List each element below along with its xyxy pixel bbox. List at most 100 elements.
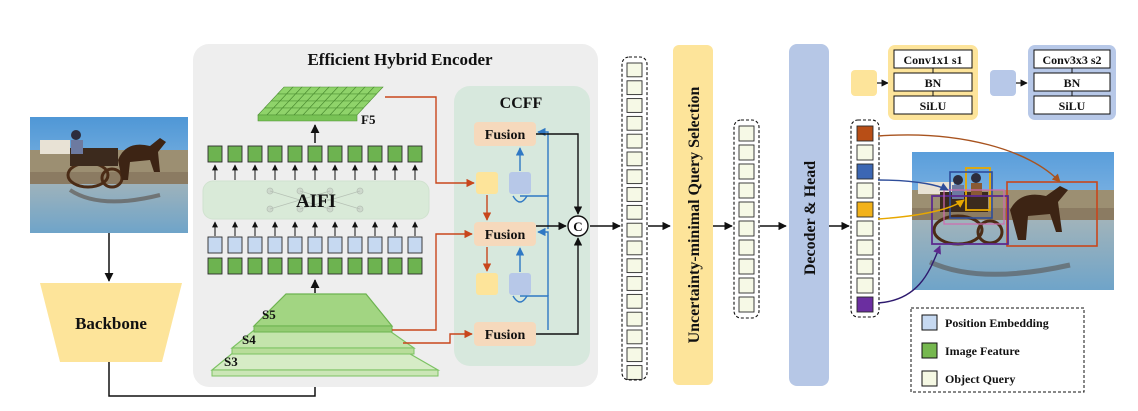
fusion-block-top: Fusion [474,122,536,146]
query-token [738,144,755,161]
query-token [626,258,643,274]
legend-item-object-query: Object Query [921,370,1015,387]
image-feature-token [247,257,263,275]
conv3x3-block-lower [509,273,531,295]
query-token [856,125,874,142]
query-token [626,62,643,78]
aifi-output-token [207,145,223,163]
svg-text:BN: BN [1064,76,1081,90]
aifi-output-token [287,145,303,163]
position-embedding-token [307,236,323,254]
svg-text:SiLU: SiLU [1059,99,1086,113]
query-token [626,169,643,185]
aifi-output-token [327,145,343,163]
decoder-output-column [850,119,880,318]
input-image [30,117,188,233]
image-feature-token [207,257,223,275]
f5-feature-map [257,86,384,122]
svg-text:Fusion: Fusion [485,128,526,143]
query-token [626,187,643,202]
image-feature-token [327,257,343,275]
query-token [626,347,643,363]
f5-edge [257,114,358,122]
image-feature-token [227,257,243,275]
position-embedding-token [247,236,263,254]
fusion-block-bottom: Fusion [474,322,536,346]
position-embedding-token [207,236,223,254]
query-selection-block: Uncertainty-minimal Query Selection [673,45,713,385]
aifi-output-token [247,145,263,163]
conv3x3-legend: Conv3x3 s2 BN SiLU [990,45,1116,120]
query-token [856,144,874,161]
image-feature-token [347,257,363,275]
multi-scale-feature-stack: S5 S4 S3 [210,293,441,377]
query-token [626,115,643,131]
image-feature-token [387,257,403,275]
query-token [626,276,643,291]
concat-symbol: C [573,219,582,234]
query-selection-label: Uncertainty-minimal Query Selection [686,86,703,343]
conv1x1-legend: Conv1x1 s1 BN SiLU [851,45,978,120]
query-box-connectors [877,134,1061,304]
conv1x1-block-upper [476,172,498,194]
position-embedding-token [227,236,243,254]
query-token [626,293,643,309]
query-token [738,163,755,180]
query-token [738,277,755,294]
aifi-block: AIFI [202,180,430,220]
svg-text:SiLU: SiLU [920,99,947,113]
aifi-output-token [347,145,363,163]
backbone-block: Backbone [40,283,182,362]
position-embedding-token [407,236,423,254]
svg-text:Position Embedding: Position Embedding [945,316,1049,330]
query-token [626,151,643,167]
ccff-title: CCFF [500,95,543,112]
image-feature-tokens-input [207,257,423,275]
f5-label: F5 [361,112,376,127]
query-token [626,204,643,220]
query-token [738,296,755,313]
position-embedding-token [387,236,403,254]
query-token [738,239,755,256]
query-token [738,182,755,199]
query-token [626,240,643,256]
query-token [856,239,874,256]
ccff-output-paths [536,133,621,335]
encoder-title: Efficient Hybrid Encoder [307,50,493,69]
query-token [738,125,755,142]
svg-text:Conv1x1 s1: Conv1x1 s1 [903,53,962,67]
query-token [626,311,643,327]
position-embedding-token [287,236,303,254]
selected-query-column [733,119,760,319]
query-token [856,220,874,237]
query-token [626,222,643,238]
legend: Position Embedding Image Feature Object … [910,307,1085,393]
aifi-output-token [307,145,323,163]
query-token [856,277,874,294]
image-feature-tokens-output [207,145,423,163]
aifi-output-token [267,145,283,163]
image-feature-token [367,257,383,275]
aifi-label: AIFI [296,191,336,212]
svg-text:Fusion: Fusion [485,328,526,343]
aifi-output-token [367,145,383,163]
svg-text:Fusion: Fusion [485,228,526,243]
image-feature-token [287,257,303,275]
query-token [856,201,874,218]
detection-output-image [912,152,1114,290]
backbone-label: Backbone [75,314,147,333]
image-feature-token [307,257,323,275]
image-feature-token [407,257,423,275]
conv1x1-block-lower [476,273,498,295]
svg-text:BN: BN [925,76,942,90]
position-embedding-token [347,236,363,254]
image-feature-token [267,257,283,275]
aifi-output-token [407,145,423,163]
query-token [738,258,755,275]
svg-text:Image Feature: Image Feature [945,344,1020,358]
query-token [626,80,643,96]
concat-node: C [567,215,589,237]
query-token [626,98,643,113]
legend-item-position-embedding: Position Embedding [921,314,1049,331]
